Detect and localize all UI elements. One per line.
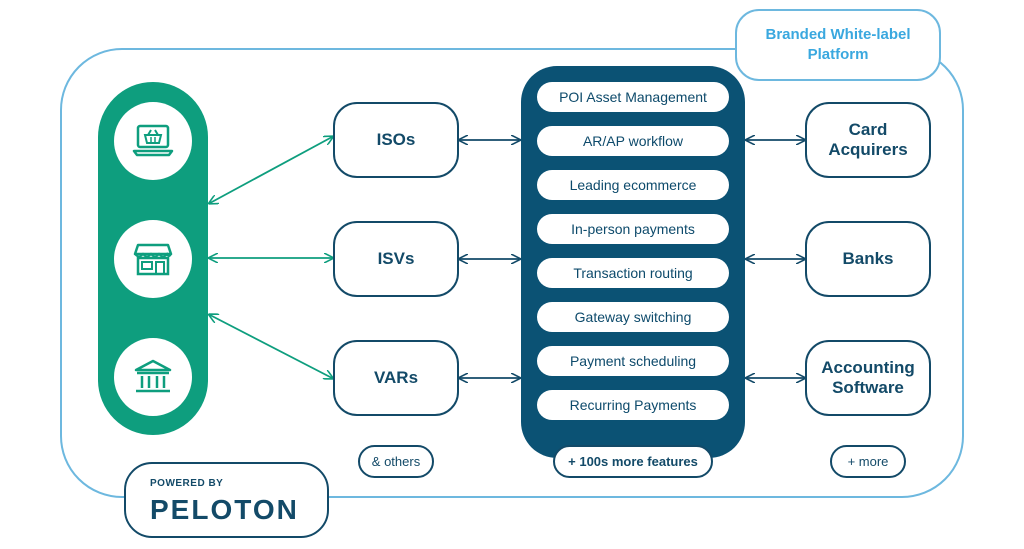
integration-accounting: Accounting Software	[805, 340, 931, 416]
feature-item: POI Asset Management	[537, 82, 729, 112]
platform-frame	[60, 48, 964, 498]
feature-column: POI Asset Management AR/AP workflow Lead…	[521, 66, 745, 458]
integration-banks: Banks	[805, 221, 931, 297]
powered-by-label: POWERED BY	[150, 478, 224, 489]
feature-item: Leading ecommerce	[537, 170, 729, 200]
integration-card-acquirers: Card Acquirers	[805, 102, 931, 178]
partner-others: & others	[358, 445, 434, 478]
partner-isos: ISOs	[333, 102, 459, 178]
feature-item: Gateway switching	[537, 302, 729, 332]
partner-isvs: ISVs	[333, 221, 459, 297]
powered-by-badge: POWERED BY PELOTON	[124, 462, 329, 538]
partner-others-label: & others	[371, 454, 421, 469]
bank-building-icon	[114, 338, 192, 416]
storefront-icon	[114, 220, 192, 298]
partner-isos-label: ISOs	[376, 130, 416, 149]
feature-item: In-person payments	[537, 214, 729, 244]
arrow-channels-vars	[210, 315, 332, 378]
channels-pill	[98, 82, 208, 435]
arrow-channels-isos	[210, 137, 332, 203]
partner-isvs-label: ISVs	[377, 249, 415, 268]
integration-card-acquirers-label: Card Acquirers	[828, 120, 908, 159]
integration-more: + more	[830, 445, 906, 478]
platform-label: Branded White-label Platform	[735, 9, 941, 81]
feature-item: Payment scheduling	[537, 346, 729, 376]
more-features-badge: + 100s more features	[553, 445, 713, 478]
peloton-logo: PELOTON	[150, 494, 299, 525]
feature-item: Transaction routing	[537, 258, 729, 288]
integration-banks-label: Banks	[842, 249, 894, 268]
integration-accounting-label: Accounting Software	[821, 358, 915, 397]
integration-more-label: + more	[847, 454, 889, 469]
feature-item: AR/AP workflow	[537, 126, 729, 156]
partner-vars-label: VARs	[373, 368, 419, 387]
shopping-basket-laptop-icon	[114, 102, 192, 180]
feature-item: Recurring Payments	[537, 390, 729, 420]
partner-vars: VARs	[333, 340, 459, 416]
